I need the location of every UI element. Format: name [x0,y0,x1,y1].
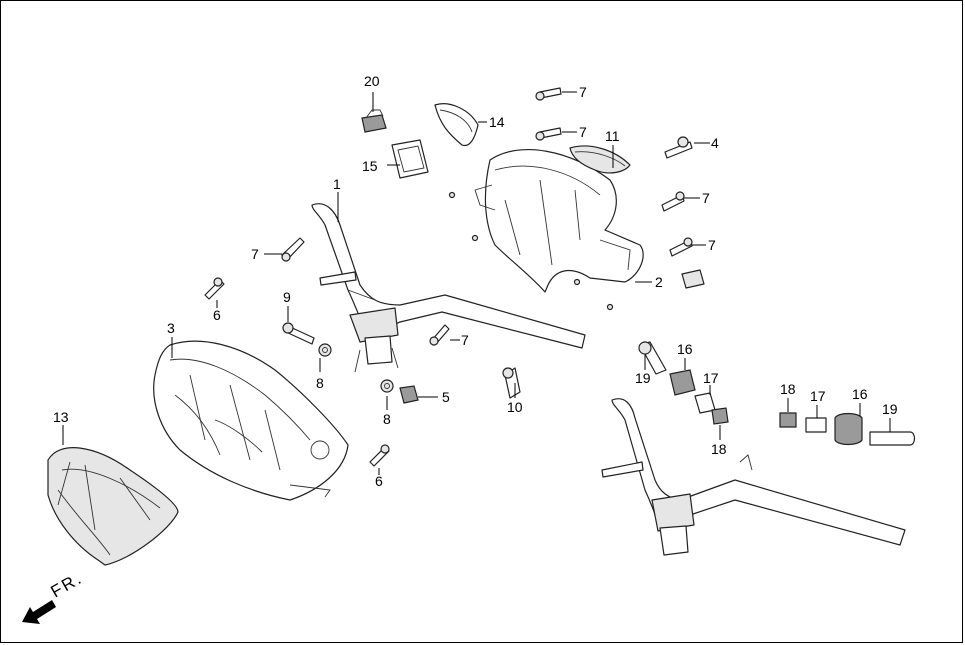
callout-18-a: 18 [780,381,796,397]
callout-17-a: 17 [703,370,719,386]
callout-7-a: 7 [579,84,587,100]
callout-19-b: 19 [882,401,898,417]
bar-end-weight-right [779,412,916,446]
callout-20: 20 [364,73,380,89]
callout-6-a: 6 [213,307,221,323]
small-cover-part [434,103,479,147]
gasket-part [391,139,429,179]
callout-16-a: 16 [677,341,693,357]
callout-7-c: 7 [702,190,710,206]
leader-lines [62,91,891,475]
callout-6-b: 6 [375,473,383,489]
callout-2: 2 [655,274,663,290]
front-handle-cover [47,447,179,566]
callout-7-b: 7 [579,124,587,140]
callout-labels: 20 7 14 7 11 4 15 1 7 7 7 2 9 6 3 7 16 1… [53,73,898,489]
clip-nut-part [361,109,387,133]
callout-3: 3 [167,320,175,336]
front-direction-label: FR. [48,568,86,601]
front-upper-cover [474,149,644,293]
callout-10: 10 [507,399,523,415]
bolt-part [204,87,693,467]
handlebar-assembly-rear [601,398,906,556]
front-arrow-icon [22,600,56,624]
callout-15: 15 [362,158,378,174]
rear-handle-cover [153,340,349,501]
callout-17-b: 17 [810,388,826,404]
handlebar-pipe [311,203,586,373]
callout-18-b: 18 [711,441,727,457]
callout-9: 9 [283,289,291,305]
callout-13: 13 [53,409,69,425]
callout-7-e: 7 [251,246,259,262]
callout-14: 14 [489,114,505,130]
callout-19-a: 19 [635,370,651,386]
callout-1: 1 [333,176,341,192]
lens-part [569,145,631,174]
callout-7-f: 7 [461,332,469,348]
callout-5: 5 [442,389,450,405]
callout-8-b: 8 [383,411,391,427]
front-direction-indicator: FR. [22,568,86,624]
callout-4: 4 [711,135,719,151]
callout-8-a: 8 [316,375,324,391]
bar-end-weight-left [638,341,729,425]
callout-16-b: 16 [852,386,868,402]
clip-nut-part-2 [681,269,705,289]
callout-7-d: 7 [708,237,716,253]
callout-11: 11 [605,128,620,144]
